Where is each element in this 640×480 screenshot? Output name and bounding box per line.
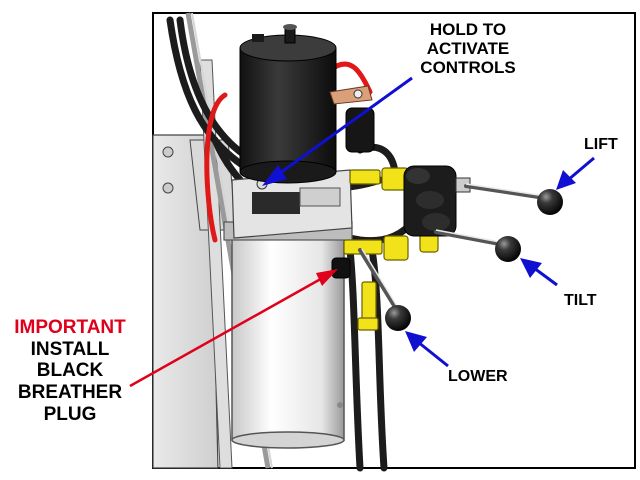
breather-plug-callout: IMPORTANT INSTALL BLACK BREATHER PLUG [2, 317, 138, 425]
install-line-2: BLACK [36, 360, 104, 382]
lift-label: LIFT [584, 136, 618, 153]
tilt-knob [495, 236, 521, 262]
install-line-3: BREATHER [17, 381, 123, 403]
hold-label-line-3: CONTROLS [420, 58, 516, 78]
hold-label-line-1: HOLD TO [429, 20, 507, 39]
install-line-1: INSTALL [30, 338, 110, 360]
hold-controls-arrow [262, 76, 413, 186]
hold-label-line-2: ACTIVATE [426, 39, 510, 59]
tilt-label: TILT [564, 292, 597, 309]
breather-plug [331, 257, 351, 279]
install-breather-text: INSTALL BLACK BREATHER PLUG [2, 339, 138, 426]
pump-motor [239, 24, 337, 184]
install-line-4: PLUG [43, 403, 97, 425]
lower-label: LOWER [448, 368, 508, 385]
control-levers [358, 184, 547, 314]
hold-to-activate-label: HOLD TO ACTIVATE CONTROLS [398, 20, 538, 77]
lift-arrow [556, 156, 595, 190]
reservoir-tank [223, 221, 353, 449]
lower-arrow [405, 331, 449, 368]
control-valve-bank [403, 165, 471, 237]
breather-arrow [129, 269, 338, 388]
lift-knob [537, 189, 563, 215]
tilt-arrow [520, 258, 558, 287]
lower-knob [385, 305, 411, 331]
pump-manifold [231, 169, 353, 239]
important-label: IMPORTANT [14, 317, 126, 338]
yellow-fittings [343, 167, 439, 331]
